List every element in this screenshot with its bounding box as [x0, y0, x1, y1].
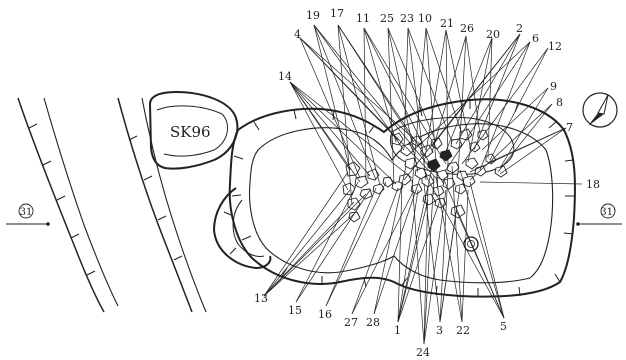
find-label-9: 9 — [550, 80, 557, 93]
find-label-8: 8 — [556, 96, 563, 109]
find-label-15: 15 — [288, 304, 302, 317]
find-label-3: 3 — [436, 324, 443, 337]
section-marker-left: 31 — [6, 203, 50, 226]
find-label-5: 5 — [500, 320, 507, 333]
north-arrow-icon — [582, 92, 618, 128]
find-label-17: 17 — [330, 7, 344, 20]
find-label-1: 1 — [394, 324, 401, 337]
find-label-7: 7 — [566, 121, 573, 134]
find-label-26: 26 — [460, 22, 474, 35]
find-label-12: 12 — [548, 40, 562, 53]
find-label-21: 21 — [440, 17, 454, 30]
dwelling-outline — [212, 98, 576, 298]
find-label-11: 11 — [356, 12, 370, 25]
find-label-23: 23 — [400, 12, 414, 25]
find-label-24: 24 — [416, 346, 430, 359]
find-label-10: 10 — [418, 12, 432, 25]
artifact-cluster-west — [342, 161, 404, 223]
find-label-4: 4 — [294, 28, 301, 41]
find-label-25: 25 — [380, 12, 394, 25]
find-label-2: 2 — [516, 22, 523, 35]
find-label-20: 20 — [486, 28, 500, 41]
section-label-right: 31' — [600, 207, 615, 218]
find-label-14: 14 — [278, 70, 292, 83]
find-label-13: 13 — [254, 292, 268, 305]
find-label-16: 16 — [318, 308, 332, 321]
find-label-19: 19 — [306, 9, 320, 22]
find-label-22: 22 — [456, 324, 470, 337]
leader-lines — [263, 24, 583, 345]
pit-sk96: SK96 — [148, 90, 239, 170]
find-labels: 19 17 11 25 23 10 21 26 20 2 6 12 9 8 7 … — [254, 7, 600, 359]
find-label-6: 6 — [532, 32, 539, 45]
section-label-left: 31 — [20, 207, 33, 218]
section-marker-right: 31' — [576, 203, 622, 226]
feature-label: SK96 — [170, 123, 211, 141]
find-label-27: 27 — [344, 316, 358, 329]
find-label-18: 18 — [586, 178, 600, 191]
find-label-28: 28 — [366, 316, 380, 329]
trench-left — [17, 97, 207, 313]
